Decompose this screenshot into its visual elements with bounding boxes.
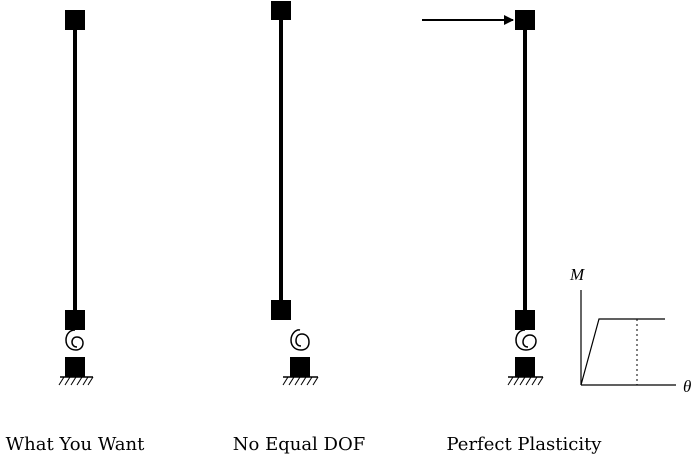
y-axis-label: M: [569, 265, 585, 284]
panel-perfect-plasticity: Perfect Plasticity M θ: [422, 10, 691, 455]
elastic-plastic-curve: [580, 318, 665, 386]
fixed-node: [290, 357, 310, 377]
base-node: [271, 300, 291, 320]
fixed-node: [65, 357, 85, 377]
fixed-support-icon: [282, 376, 319, 386]
panel-caption: Perfect Plasticity: [447, 434, 603, 455]
rotational-spring-icon: [515, 329, 537, 351]
top-node: [271, 1, 291, 20]
panel-no-equal-dof: No Equal DOF: [233, 1, 365, 455]
fixed-node: [515, 357, 535, 377]
fixed-support-icon: [58, 376, 94, 386]
top-node: [65, 10, 85, 30]
fixed-support-icon: [507, 376, 544, 386]
top-node: [515, 10, 535, 30]
panel-what-you-want: What You Want: [6, 10, 146, 455]
base-node: [515, 310, 535, 330]
base-node: [65, 310, 85, 330]
rotational-spring-icon: [65, 329, 84, 351]
moment-rotation-plot: M θ: [569, 265, 691, 396]
rotational-spring-icon: [290, 329, 310, 351]
panel-caption: No Equal DOF: [233, 434, 365, 455]
x-axis-label: θ: [683, 377, 691, 396]
panel-caption: What You Want: [6, 434, 146, 455]
